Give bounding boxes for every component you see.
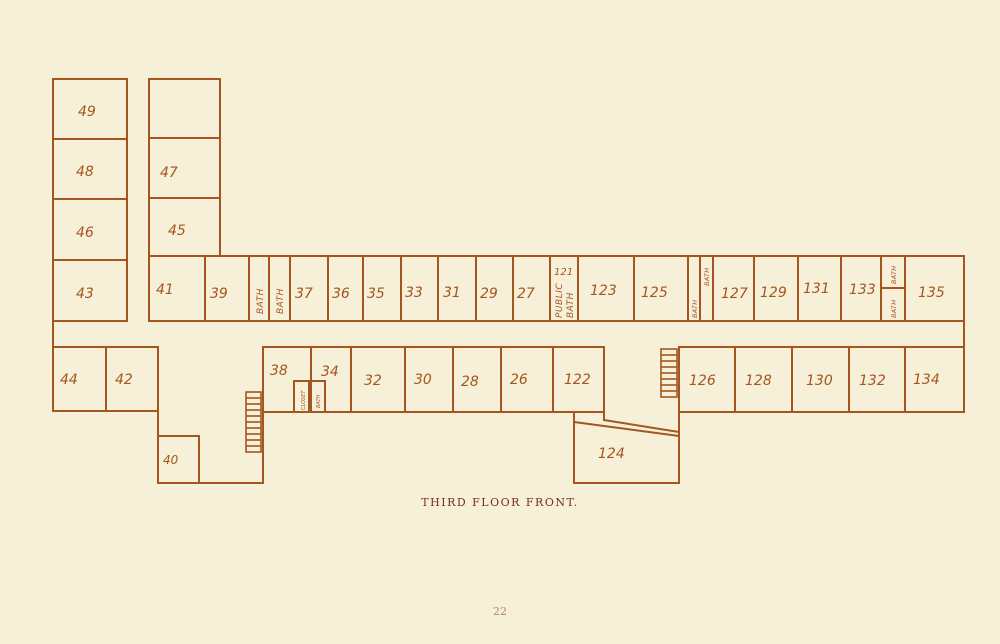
label-37: 37 xyxy=(295,286,313,302)
label-121: 121 xyxy=(554,267,573,278)
room-124-slope xyxy=(573,421,680,437)
label-48: 48 xyxy=(76,164,94,180)
label-bath-c: BATH xyxy=(691,300,699,319)
bath-g[interactable] xyxy=(308,380,326,413)
label-47: 47 xyxy=(160,165,178,181)
label-46: 46 xyxy=(76,225,94,241)
corridor-walls xyxy=(52,321,965,347)
label-34: 34 xyxy=(321,364,339,380)
label-bath-a: BATH xyxy=(256,288,266,314)
label-124: 124 xyxy=(598,446,625,462)
label-35: 35 xyxy=(367,286,385,302)
label-bath-d: BATH xyxy=(703,268,711,287)
label-44: 44 xyxy=(60,372,78,388)
label-27: 27 xyxy=(517,286,535,302)
label-132: 132 xyxy=(859,373,886,389)
page-number: 22 xyxy=(493,605,507,618)
label-128: 128 xyxy=(745,373,772,389)
label-32: 32 xyxy=(364,373,382,389)
label-26: 26 xyxy=(510,372,528,388)
label-36: 36 xyxy=(332,286,350,302)
plan-caption: THIRD FLOOR FRONT. xyxy=(421,496,579,509)
label-129: 129 xyxy=(760,285,787,301)
label-38: 38 xyxy=(270,363,288,379)
label-133: 133 xyxy=(849,282,876,298)
label-41: 41 xyxy=(156,282,174,298)
label-135: 135 xyxy=(918,285,945,301)
label-40: 40 xyxy=(163,453,179,467)
room-blank-top[interactable] xyxy=(148,78,221,139)
label-28: 28 xyxy=(461,374,479,390)
label-45: 45 xyxy=(168,223,186,239)
label-42: 42 xyxy=(115,372,133,388)
label-123: 123 xyxy=(590,283,617,299)
label-127: 127 xyxy=(721,286,748,302)
label-125: 125 xyxy=(641,285,668,301)
label-31: 31 xyxy=(443,285,461,301)
label-43: 43 xyxy=(76,286,94,302)
room-42[interactable] xyxy=(105,346,159,412)
room-labels: 49 48 46 43 47 45 41 39 BATH BATH 37 36 … xyxy=(60,104,945,467)
label-bath-b: BATH xyxy=(276,288,286,314)
label-131: 131 xyxy=(803,281,830,297)
label-bath-f: BATH xyxy=(890,300,898,319)
stairs-right[interactable] xyxy=(660,348,678,398)
label-29: 29 xyxy=(480,286,498,302)
top-row xyxy=(148,255,965,322)
label-122: 122 xyxy=(564,372,591,388)
stairs-left[interactable] xyxy=(245,391,262,453)
label-public-bath: BATH xyxy=(566,292,576,318)
label-33: 33 xyxy=(405,285,423,301)
left-column-a xyxy=(52,78,128,322)
label-closet: CLOSET xyxy=(301,390,307,410)
label-30: 30 xyxy=(414,372,432,388)
label-public: PUBLIC xyxy=(555,283,565,318)
bath-d[interactable] xyxy=(699,255,714,322)
label-49: 49 xyxy=(78,104,96,120)
label-39: 39 xyxy=(210,286,228,302)
bottom-row xyxy=(52,346,965,484)
room-43[interactable] xyxy=(52,259,128,322)
room-135[interactable] xyxy=(904,255,965,322)
room-124[interactable] xyxy=(573,411,680,484)
room-134[interactable] xyxy=(904,346,965,413)
label-bath-g: BATH xyxy=(316,394,322,408)
room-40[interactable] xyxy=(157,435,200,484)
label-bath-e: BATH xyxy=(890,266,898,285)
label-134: 134 xyxy=(913,372,940,388)
label-130: 130 xyxy=(806,373,833,389)
label-126: 126 xyxy=(689,373,716,389)
